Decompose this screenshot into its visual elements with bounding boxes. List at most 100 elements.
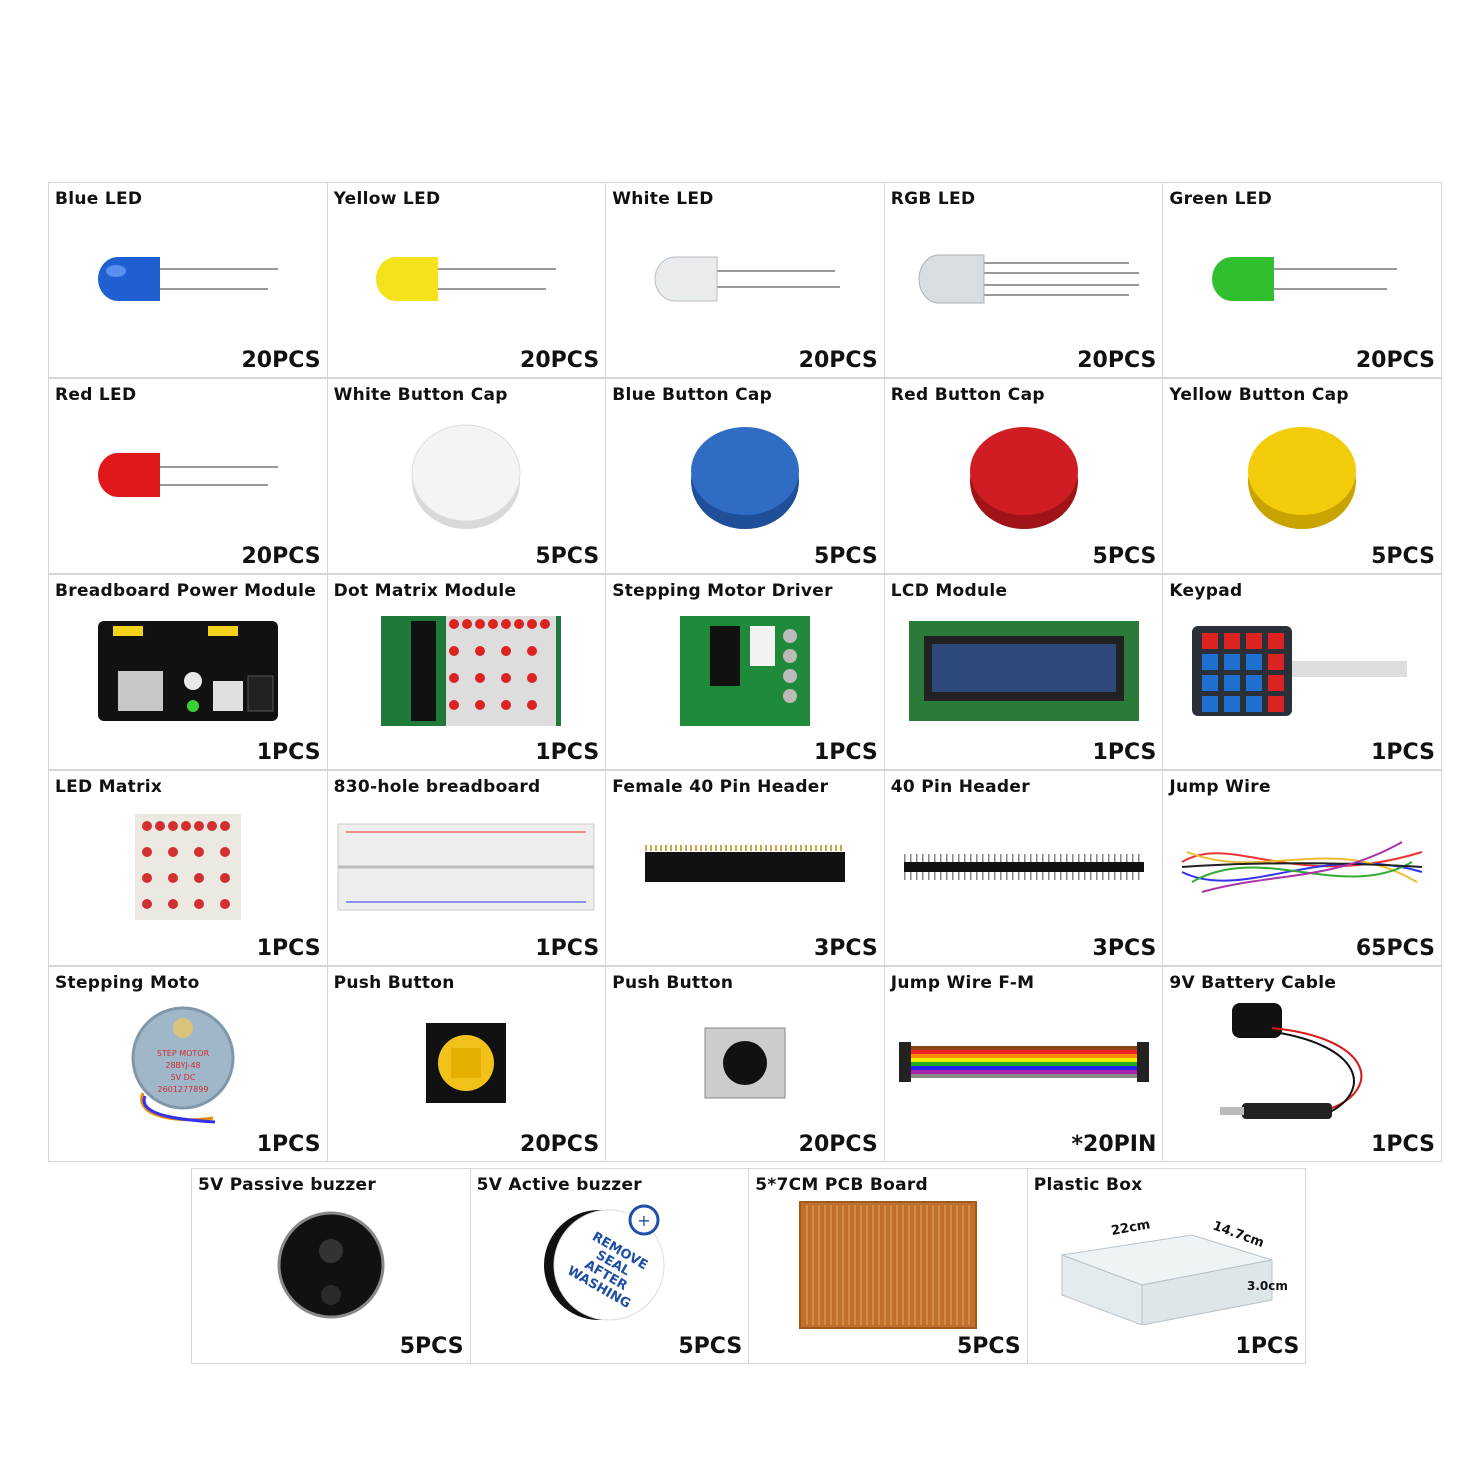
item-label: White LED [612, 189, 714, 209]
grid-row-1: Blue LED 20PCS Yellow LED 20PCS [48, 182, 1446, 378]
item-label: Blue LED [55, 189, 143, 209]
item-quantity: 1PCS [813, 740, 878, 765]
item-label: LCD Module [890, 581, 1008, 601]
item-label: Keypad [1169, 581, 1243, 601]
item-label: 5V Active buzzer [476, 1175, 642, 1195]
item-quantity: 3PCS [1092, 936, 1157, 961]
box-height: 3.0cm [1247, 1279, 1288, 1293]
item-quantity: 20PCS [241, 544, 321, 569]
item-white-button-cap: White Button Cap 5PCS [326, 378, 607, 574]
item-5v-passive-buzzer: 5V Passive buzzer 5PCS [191, 1168, 471, 1364]
motor-text-3: 5V DC [170, 1073, 195, 1082]
push-button-large-icon [328, 997, 606, 1129]
item-blue-button-cap: Blue Button Cap 5PCS [605, 378, 885, 574]
item-quantity: 20PCS [241, 348, 321, 373]
item-jump-wire: Jump Wire 65PCS [1162, 770, 1442, 966]
item-label: LED Matrix [55, 777, 163, 797]
box-width: 22cm [1110, 1217, 1151, 1239]
item-quantity: 20PCS [798, 1132, 878, 1157]
item-label: Jump Wire [1169, 777, 1271, 797]
item-quantity: 20PCS [1355, 348, 1435, 373]
item-label: Yellow LED [333, 189, 441, 209]
item-stepping-moto: Stepping Moto STEP MOTOR 28BYJ-48 5V DC … [48, 966, 328, 1162]
item-red-button-cap: Red Button Cap 5PCS [883, 378, 1164, 574]
item-quantity: *20PIN [1071, 1132, 1157, 1157]
item-quantity: 20PCS [1077, 348, 1157, 373]
led-matrix-icon [49, 801, 327, 933]
item-9v-battery-cable: 9V Battery Cable 1PCS [1162, 966, 1442, 1162]
grid-row-4: LED Matrix 1PCS 830-hole breadboard [48, 770, 1446, 966]
item-quantity: 1PCS [1371, 740, 1435, 765]
item-label: Breadboard Power Module [55, 581, 317, 601]
jump-wire-icon [1163, 801, 1441, 933]
red-button-cap-icon [885, 409, 1163, 541]
grid-row-3: Breadboard Power Module 1PCS Dot Matrix … [48, 574, 1446, 770]
item-breadboard-power-module: Breadboard Power Module 1PCS [48, 574, 328, 770]
motor-text-4: 2601277899 [157, 1085, 208, 1094]
item-label: Jump Wire F-M [890, 973, 1035, 993]
ribbon-wire-icon [885, 997, 1163, 1129]
item-5x7cm-pcb-board: 5*7CM PCB Board 5PCS [748, 1168, 1028, 1364]
item-quantity: 1PCS [256, 740, 321, 765]
item-quantity: 65PCS [1355, 936, 1435, 961]
item-label: Blue Button Cap [612, 385, 773, 405]
female-pin-header-icon [606, 801, 884, 933]
item-quantity: 5PCS [535, 544, 600, 569]
item-830-hole-breadboard: 830-hole breadboard 1PCS [326, 770, 607, 966]
item-quantity: 1PCS [1235, 1334, 1300, 1359]
item-label: Plastic Box [1033, 1175, 1143, 1195]
item-green-led: Green LED 20PCS [1162, 182, 1442, 378]
yellow-button-cap-icon [1163, 409, 1441, 541]
item-jump-wire-f-m: Jump Wire F-M *20PIN [883, 966, 1164, 1162]
item-label: Red LED [55, 385, 137, 405]
red-led-icon [49, 409, 327, 541]
grid-row-6: 5V Passive buzzer 5PCS 5V Active buzzer … [191, 1168, 1307, 1364]
passive-buzzer-icon [192, 1199, 470, 1331]
item-label: Stepping Moto [55, 973, 200, 993]
grid-row-2: Red LED 20PCS White Button Cap 5PCS B [48, 378, 1446, 574]
item-label: Red Button Cap [890, 385, 1045, 405]
item-label: Stepping Motor Driver [612, 581, 833, 601]
pin-header-icon [885, 801, 1163, 933]
grid-row-5: Stepping Moto STEP MOTOR 28BYJ-48 5V DC … [48, 966, 1446, 1162]
push-button-small-icon [606, 997, 884, 1129]
item-label: Female 40 Pin Header [612, 777, 829, 797]
item-quantity: 20PCS [520, 348, 600, 373]
item-label: Push Button [612, 973, 734, 993]
item-label: 5*7CM PCB Board [755, 1175, 929, 1195]
stepper-motor-icon: STEP MOTOR 28BYJ-48 5V DC 2601277899 [49, 997, 327, 1129]
item-label: RGB LED [890, 189, 976, 209]
blue-button-cap-icon [606, 409, 884, 541]
item-label: 40 Pin Header [890, 777, 1030, 797]
item-blue-led: Blue LED 20PCS [48, 182, 328, 378]
plastic-box-icon: 22cm 14.7cm 3.0cm [1028, 1199, 1306, 1331]
item-quantity: 1PCS [535, 740, 600, 765]
item-quantity: 20PCS [520, 1132, 600, 1157]
item-label: 9V Battery Cable [1169, 973, 1337, 993]
white-led-icon [606, 213, 884, 345]
item-keypad: Keypad 1PCS [1162, 574, 1442, 770]
breadboard-icon [328, 801, 606, 933]
item-quantity: 1PCS [256, 1132, 321, 1157]
item-stepping-motor-driver: Stepping Motor Driver 1PCS [605, 574, 885, 770]
item-push-button-large: Push Button 20PCS [326, 966, 607, 1162]
item-quantity: 1PCS [535, 936, 600, 961]
item-red-led: Red LED 20PCS [48, 378, 328, 574]
item-label: White Button Cap [333, 385, 508, 405]
item-rgb-led: RGB LED 20PCS [883, 182, 1164, 378]
active-buzzer-icon: + REMOVE SEAL AFTER WASHING [471, 1199, 749, 1331]
item-label: 830-hole breadboard [333, 777, 541, 797]
motor-text-1: STEP MOTOR [157, 1049, 210, 1058]
white-button-cap-icon [328, 409, 606, 541]
motor-driver-icon [606, 605, 884, 737]
item-white-led: White LED 20PCS [605, 182, 885, 378]
item-label: Push Button [333, 973, 455, 993]
item-quantity: 1PCS [256, 936, 321, 961]
battery-cable-icon [1163, 997, 1441, 1129]
item-label: Yellow Button Cap [1169, 385, 1349, 405]
item-yellow-led: Yellow LED 20PCS [326, 182, 607, 378]
item-label: Dot Matrix Module [333, 581, 517, 601]
item-quantity: 1PCS [1371, 1132, 1435, 1157]
item-dot-matrix-module: Dot Matrix Module 1PCS [326, 574, 607, 770]
component-grid: Blue LED 20PCS Yellow LED 20PCS [48, 182, 1446, 1162]
